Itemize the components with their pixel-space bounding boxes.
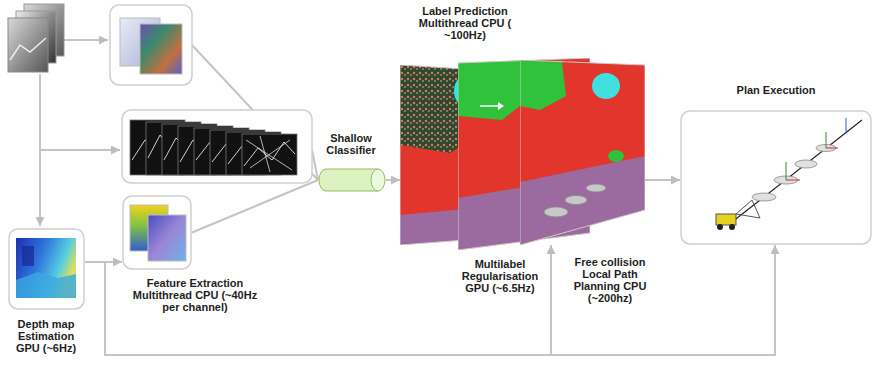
stage-label: Depth map Estimation GPU (~6Hz) [5,318,87,354]
stage-label: Multilabel Regularisation GPU (~6.5Hz) [458,258,542,294]
feature-panel: Feature Extraction Multithread CPU (~40H… [122,195,192,270]
node-picture [8,228,85,310]
stage-label: Label Prediction Multithread CPU ( ~100H… [415,5,515,41]
input-images [8,4,64,72]
stage-label: Plan Execution [680,84,872,96]
node-picture [122,195,192,270]
plan-panel: Plan Execution [680,110,872,245]
node-picture [680,110,872,245]
depth-map-panel: Depth map Estimation GPU (~6Hz) [8,228,85,310]
filter-bank-panel [122,110,312,183]
planning-map: Free collision Local Path Planning CPU (… [520,60,645,245]
node-picture [520,60,645,245]
connector [386,179,400,181]
stage-label: Free collision Local Path Planning CPU (… [560,256,660,304]
stage-label: Shallow Classifier [306,132,396,156]
connector [645,179,680,181]
stage-label: Feature Extraction Multithread CPU (~40H… [125,277,265,313]
classifier-cylinder: Shallow Classifier [318,168,386,192]
connector [192,180,318,233]
color-channels-panel [110,5,192,85]
node-picture [318,168,386,192]
